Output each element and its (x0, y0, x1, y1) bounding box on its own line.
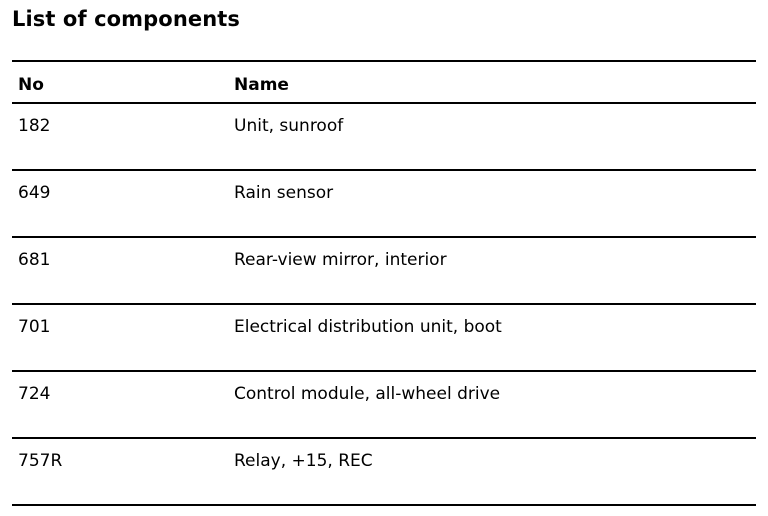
row-divider (12, 169, 756, 171)
row-divider (12, 236, 756, 238)
cell-no: 681 (18, 250, 51, 270)
page-title: List of components (12, 7, 241, 31)
table-row: 757R Relay, +15, REC (12, 439, 756, 504)
table-header-rule (12, 102, 756, 104)
cell-name: Control module, all-wheel drive (234, 384, 501, 404)
table-row: 182 Unit, sunroof (12, 104, 756, 169)
table-row: 649 Rain sensor (12, 171, 756, 236)
components-table: No Name 182 Unit, sunroof 649 Rain senso… (12, 60, 756, 506)
column-header-no: No (18, 75, 44, 95)
cell-name: Relay, +15, REC (234, 451, 373, 471)
column-header-name: Name (234, 75, 289, 95)
cell-name: Unit, sunroof (234, 116, 344, 136)
table-bottom-rule (12, 504, 756, 506)
row-divider (12, 437, 756, 439)
cell-no: 724 (18, 384, 51, 404)
table-header-row: No Name (12, 62, 756, 102)
cell-name: Electrical distribution unit, boot (234, 317, 502, 337)
row-divider (12, 303, 756, 305)
cell-no: 182 (18, 116, 51, 136)
cell-no: 701 (18, 317, 51, 337)
cell-no: 649 (18, 183, 51, 203)
table-row: 681 Rear-view mirror, interior (12, 238, 756, 303)
cell-name: Rear-view mirror, interior (234, 250, 447, 270)
row-divider (12, 370, 756, 372)
cell-name: Rain sensor (234, 183, 334, 203)
cell-no: 757R (18, 451, 63, 471)
table-row: 724 Control module, all-wheel drive (12, 372, 756, 437)
table-top-rule (12, 60, 756, 62)
table-row: 701 Electrical distribution unit, boot (12, 305, 756, 370)
